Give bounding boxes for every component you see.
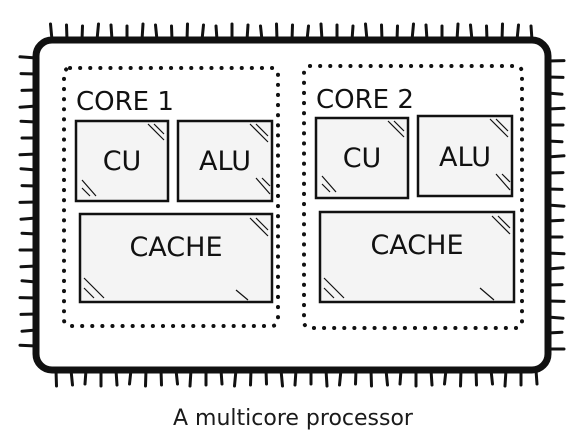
core-2-boundary	[302, 64, 524, 330]
core-1: CORE 1 CU ALU CACHE	[62, 66, 280, 328]
core-1-alu-box	[176, 119, 274, 203]
core-2-cu-box	[314, 116, 410, 200]
core-2-alu-box	[416, 114, 514, 198]
core-2-alu-label: ALU	[439, 142, 491, 173]
core-1-cu-label: CU	[103, 146, 142, 177]
core-2-cache-box	[318, 210, 516, 304]
core-2-cu-glare	[321, 120, 405, 193]
core-2: CORE 2 CU ALU CACHE	[302, 64, 524, 330]
core-2-label: CORE 2	[316, 85, 414, 115]
core-2-cache-glare	[323, 215, 511, 301]
multicore-processor-diagram: CORE 1 CU ALU CACHE CORE 2 CU ALU CACHE	[18, 22, 566, 388]
core-2-alu-glare	[489, 118, 511, 191]
core-1-cache-box	[78, 212, 274, 304]
core-1-cache-label: CACHE	[129, 232, 222, 263]
core-1-boundary	[62, 66, 280, 328]
core-1-cu-box	[74, 119, 170, 203]
diagram-caption: A multicore processor	[173, 406, 413, 431]
core-2-cu-label: CU	[343, 143, 382, 174]
core-1-label: CORE 1	[76, 87, 174, 117]
core-1-alu-glare	[249, 123, 271, 195]
core-1-cu-glare	[81, 123, 165, 197]
core-2-cache-label: CACHE	[370, 230, 463, 261]
core-1-cache-glare	[83, 217, 269, 301]
core-1-alu-label: ALU	[199, 146, 251, 177]
